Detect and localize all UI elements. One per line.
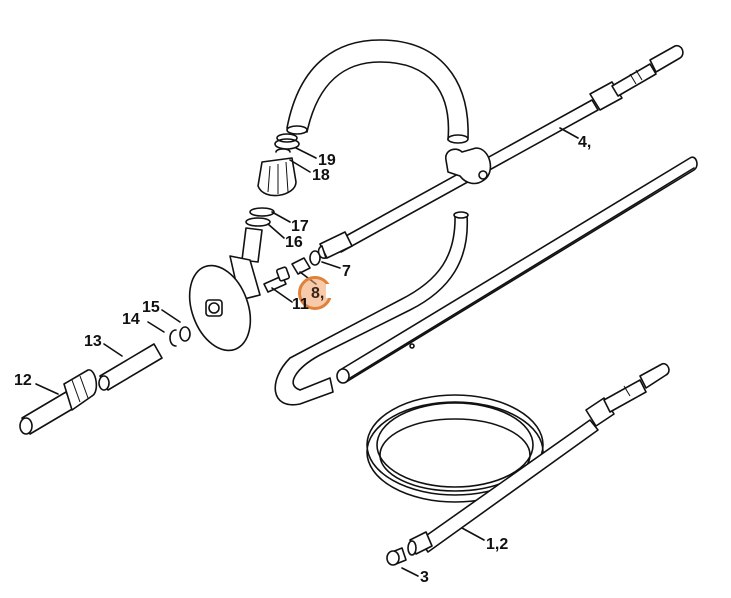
- callout-1-2[interactable]: 1,2: [486, 536, 509, 553]
- coiled-hose: [366, 362, 670, 556]
- small-fittings: [263, 250, 321, 293]
- callout-4[interactable]: 4,: [578, 134, 592, 151]
- callout-18[interactable]: 18: [312, 167, 330, 184]
- callout-15[interactable]: 15: [142, 299, 160, 316]
- valve-body: [188, 227, 263, 352]
- callout-3[interactable]: 3: [420, 569, 429, 586]
- nozzle-parts: [19, 326, 191, 435]
- callout-11[interactable]: 11: [292, 296, 309, 313]
- callout-17[interactable]: 17: [291, 218, 309, 235]
- callout-13[interactable]: 13: [84, 333, 102, 350]
- spray-lance: [317, 44, 684, 259]
- callout-8[interactable]: 8,: [311, 285, 325, 302]
- lance-tube: [274, 156, 698, 406]
- cap-part: [386, 547, 407, 566]
- callout-7[interactable]: 7: [342, 263, 351, 280]
- callout-12[interactable]: 12: [14, 372, 32, 389]
- label-mask: [326, 284, 336, 298]
- callout-19[interactable]: 19: [318, 152, 336, 169]
- callout-16[interactable]: 16: [285, 234, 303, 251]
- arched-hose: [286, 39, 469, 144]
- knob-assembly: [245, 133, 300, 227]
- callout-14[interactable]: 14: [122, 311, 140, 328]
